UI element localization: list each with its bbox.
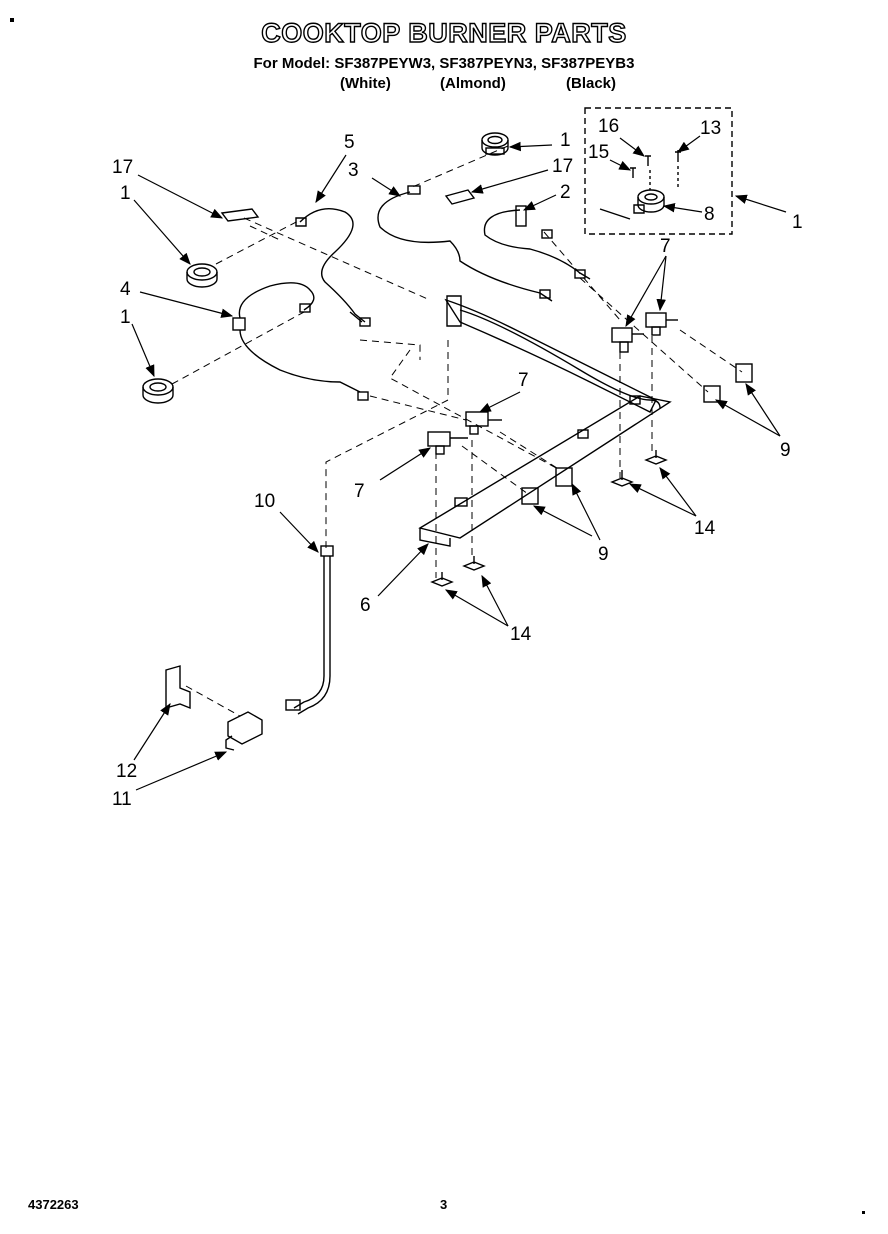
callout-14: 14 <box>694 518 716 539</box>
callout-16: 16 <box>598 116 620 137</box>
callout-9: 9 <box>598 544 609 565</box>
switch-9-d <box>735 363 753 383</box>
tube-4 <box>238 282 361 393</box>
burner-left-lower <box>142 378 174 404</box>
callout-1: 1 <box>120 183 131 204</box>
callout-7: 7 <box>660 236 671 257</box>
regulator-11 <box>225 711 263 751</box>
valve-7-c <box>611 327 644 353</box>
tube-2 <box>483 209 591 280</box>
callout-13: 13 <box>700 118 722 139</box>
burner-top-center <box>481 132 509 156</box>
switch-9-a <box>521 487 539 505</box>
switch-9-c <box>703 385 721 403</box>
rail-6 <box>418 395 672 547</box>
screw-14 <box>610 470 634 487</box>
callout-3: 3 <box>348 160 359 181</box>
inset-box <box>584 107 733 235</box>
callout-5: 5 <box>344 132 355 153</box>
callout-2: 2 <box>560 182 571 203</box>
callout-7: 7 <box>518 370 529 391</box>
tube-10 <box>293 556 331 715</box>
page-number: 3 <box>440 1197 448 1212</box>
callout-9: 9 <box>780 440 791 461</box>
callout-10: 10 <box>254 491 276 512</box>
screw-15 <box>630 167 636 178</box>
callout-6: 6 <box>360 595 371 616</box>
valve-7-b <box>465 411 502 435</box>
burner-left-upper <box>186 263 218 288</box>
screw-16 <box>645 155 651 166</box>
callout-4: 4 <box>120 279 131 300</box>
screw-14 <box>462 556 486 571</box>
screw-14 <box>644 450 668 465</box>
callout-1: 1 <box>560 130 571 151</box>
color-black: (Black) <box>566 75 617 92</box>
page-title: COOKTOP BURNER PARTS <box>261 17 627 48</box>
callout-11: 11 <box>112 789 132 810</box>
callout-1: 1 <box>792 212 803 233</box>
callout-8: 8 <box>704 204 715 225</box>
callout-12: 12 <box>116 761 138 782</box>
model-line: For Model: SF387PEYW3, SF387PEYN3, SF387… <box>253 55 635 72</box>
bracket-17-center <box>444 189 476 205</box>
valve-7-d <box>645 312 678 336</box>
corner-mark <box>862 1211 865 1214</box>
tube-3 <box>377 191 553 302</box>
corner-mark <box>10 18 14 22</box>
callout-14: 14 <box>510 624 532 645</box>
color-almond: (Almond) <box>440 75 506 92</box>
bracket-12 <box>165 665 191 710</box>
valve-7-a <box>427 431 468 455</box>
callout-1: 1 <box>120 307 131 328</box>
bracket-17-left <box>220 208 260 222</box>
color-white: (White) <box>340 75 391 92</box>
callout-7: 7 <box>354 481 365 502</box>
callout-15: 15 <box>588 142 610 163</box>
tube-5 <box>299 208 366 323</box>
callout-17: 17 <box>552 156 574 177</box>
burner-inset <box>599 189 665 220</box>
manifold-pipe <box>444 298 657 413</box>
switch-9-b <box>555 467 573 487</box>
callout-17: 17 <box>112 157 134 178</box>
screw-14 <box>430 572 454 587</box>
doc-number: 4372263 <box>28 1197 79 1212</box>
